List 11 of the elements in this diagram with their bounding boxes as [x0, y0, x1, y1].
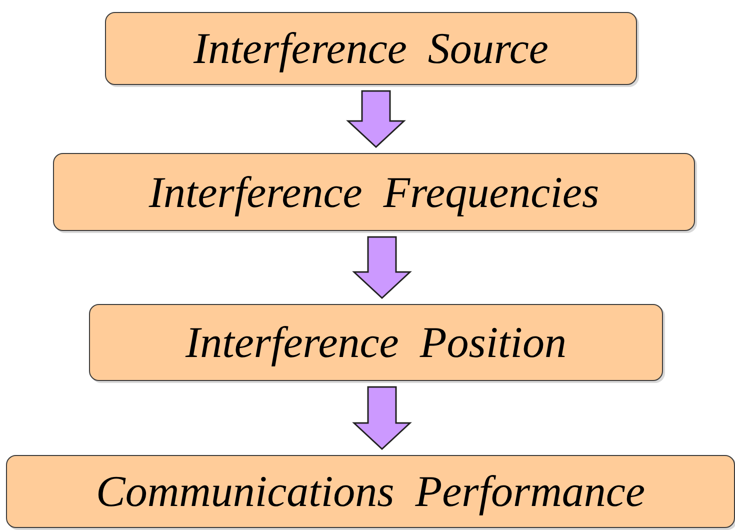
process-box: [89, 304, 663, 381]
box-label: Interference Source: [194, 23, 548, 74]
box-label: Communications Performance: [96, 466, 645, 517]
arrow: [352, 236, 412, 300]
box-label: Interference Frequencies: [148, 166, 600, 218]
process-box: [6, 455, 735, 528]
arrow: [346, 90, 406, 148]
box-label: Interference Position: [185, 317, 567, 368]
process-box: [105, 12, 637, 85]
process-box: [53, 153, 695, 231]
arrow: [352, 386, 412, 450]
